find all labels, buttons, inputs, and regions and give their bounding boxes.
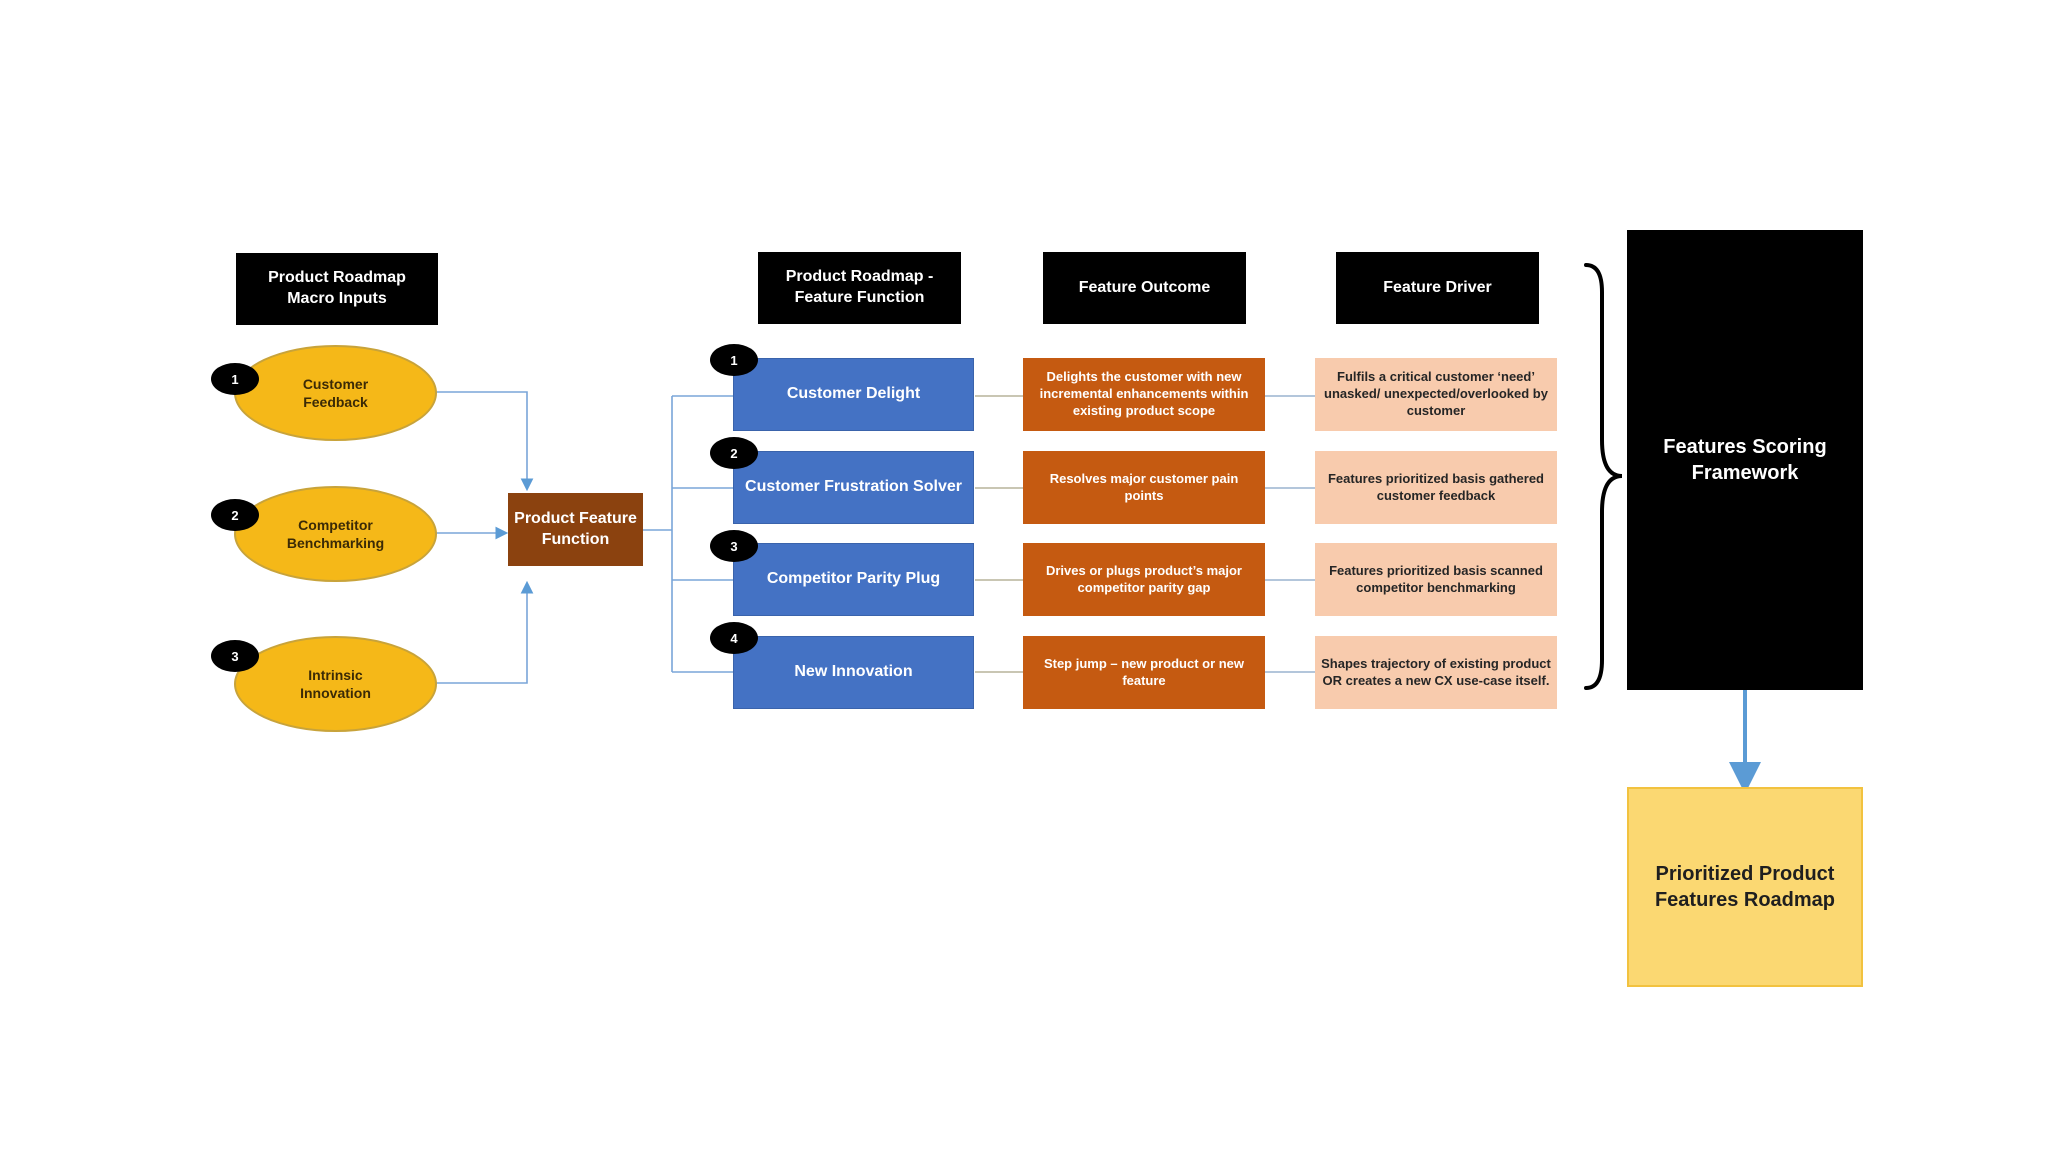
header-feature-outcome: Feature Outcome <box>1043 252 1246 324</box>
curly-brace <box>1584 263 1623 690</box>
feature-driver-4: Shapes trajectory of existing product OR… <box>1315 636 1557 709</box>
feature-outcome-4: Step jump – new product or new feature <box>1023 636 1265 709</box>
feature-driver-2: Features prioritized basis gathered cust… <box>1315 451 1557 524</box>
feature-function-label: Customer Delight <box>786 385 921 403</box>
input-label: Customer Feedback <box>302 375 369 410</box>
header-feature-driver-label: Feature Driver <box>1383 278 1492 296</box>
header-feature-function: Product Roadmap - Feature Function <box>758 252 961 324</box>
feature-function-label: Competitor Parity Plug <box>766 570 941 588</box>
input-number: 3 <box>231 648 239 664</box>
feature-driver-text: Fulfils a critical customer ‘need’ unask… <box>1324 369 1548 418</box>
feature-function-customer-frustration-solver: Customer Frustration Solver <box>733 451 974 524</box>
connector-input-1 <box>435 391 534 492</box>
input-number-badge: 2 <box>211 499 259 531</box>
feature-number-badge: 1 <box>710 344 758 376</box>
feature-outcome-1: Delights the customer with new increment… <box>1023 358 1265 431</box>
feature-number: 4 <box>730 630 738 646</box>
feature-number: 3 <box>730 538 738 554</box>
roadmap-label: Prioritized Product Features Roadmap <box>1654 863 1836 911</box>
feature-driver-text: Features prioritized basis gathered cust… <box>1327 470 1544 503</box>
input-number: 2 <box>231 507 239 523</box>
framework-label: Features Scoring Framework <box>1663 436 1827 484</box>
header-feature-function-label: Product Roadmap - Feature Function <box>785 268 934 306</box>
feature-function-label: Customer Frustration Solver <box>745 478 962 496</box>
feature-outcome-2: Resolves major customer pain points <box>1023 451 1265 524</box>
features-scoring-framework: Features Scoring Framework <box>1627 230 1863 690</box>
header-feature-driver: Feature Driver <box>1336 252 1539 324</box>
input-label: Competitor Benchmarking <box>286 516 385 551</box>
input-label: Intrinsic Innovation <box>300 666 371 701</box>
feature-function-customer-delight: Customer Delight <box>733 358 974 431</box>
input-number-badge: 3 <box>211 640 259 672</box>
feature-outcome-text: Drives or plugs product’s major competit… <box>1045 562 1242 595</box>
feature-driver-3: Features prioritized basis scanned compe… <box>1315 543 1557 616</box>
feature-number-badge: 4 <box>710 622 758 654</box>
feature-function-new-innovation: New Innovation <box>733 636 974 709</box>
connector-input-3 <box>435 580 534 684</box>
central-product-feature-function: Product Feature Function <box>508 493 643 566</box>
input-intrinsic-innovation: Intrinsic Innovation <box>234 636 437 732</box>
feature-number-badge: 3 <box>710 530 758 562</box>
feature-driver-1: Fulfils a critical customer ‘need’ unask… <box>1315 358 1557 431</box>
input-competitor-benchmarking: Competitor Benchmarking <box>234 486 437 582</box>
feature-outcome-3: Drives or plugs product’s major competit… <box>1023 543 1265 616</box>
header-feature-outcome-label: Feature Outcome <box>1078 278 1211 296</box>
feature-outcome-text: Resolves major customer pain points <box>1049 470 1239 503</box>
feature-driver-text: Shapes trajectory of existing product OR… <box>1321 655 1551 688</box>
feature-driver-text: Features prioritized basis scanned compe… <box>1329 562 1543 595</box>
header-macro-inputs: Product Roadmap Macro Inputs <box>236 253 438 325</box>
central-label: Product Feature Function <box>514 509 637 548</box>
input-number: 1 <box>231 371 239 387</box>
feature-number: 2 <box>730 445 738 461</box>
feature-outcome-text: Delights the customer with new increment… <box>1039 369 1249 418</box>
feature-outcome-text: Step jump – new product or new feature <box>1043 655 1245 688</box>
header-macro-inputs-label: Product Roadmap Macro Inputs <box>268 269 406 307</box>
prioritized-roadmap: Prioritized Product Features Roadmap <box>1627 787 1863 987</box>
input-customer-feedback: Customer Feedback <box>234 345 437 441</box>
input-number-badge: 1 <box>211 363 259 395</box>
feature-function-competitor-parity-plug: Competitor Parity Plug <box>733 543 974 616</box>
feature-number-badge: 2 <box>710 437 758 469</box>
feature-function-label: New Innovation <box>794 663 913 681</box>
feature-number: 1 <box>730 352 738 368</box>
